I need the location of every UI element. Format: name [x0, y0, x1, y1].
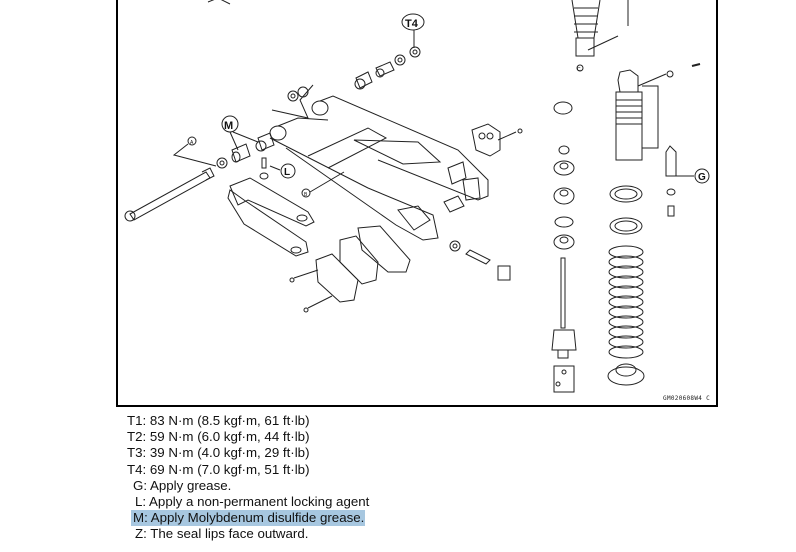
bump-rubber	[553, 160, 575, 176]
svg-text:M: M	[224, 120, 233, 132]
callout-a: A	[172, 136, 217, 167]
spring-coil	[608, 245, 644, 259]
legend-item-z: Z: The seal lips face outward.	[135, 526, 309, 542]
spring-coil	[608, 285, 644, 299]
legend-item-g: G: Apply grease.	[133, 477, 232, 493]
legend-item-t1: T1: 83 N·m (8.5 kgf·m, 61 ft·lb)	[127, 413, 310, 428]
lock-nut	[609, 185, 643, 203]
exploded-diagram: T4 M A	[124, 0, 710, 393]
pivot-shaft	[124, 167, 215, 222]
spring-seat	[607, 363, 645, 386]
shock-spring-top	[571, 0, 629, 72]
callout-m: M	[221, 115, 259, 151]
spring-coil	[608, 315, 644, 329]
svg-text:A: A	[190, 140, 194, 146]
diagram-frame: T4 M A	[116, 0, 718, 407]
svg-text:G: G	[698, 172, 706, 183]
o-ring	[666, 188, 676, 196]
bushing	[375, 61, 395, 78]
nut	[558, 145, 570, 155]
needle-bearing	[255, 132, 275, 152]
chain-adjuster	[443, 195, 465, 213]
legend-item-l: L: Apply a non-permanent locking agent	[135, 494, 370, 510]
spring-coil	[608, 325, 644, 339]
swingarm	[269, 95, 489, 241]
legend-item-t2: T2: 59 N·m (6.0 kgf·m, 44 ft·lb)	[127, 429, 310, 445]
bushing	[354, 71, 373, 90]
svg-text:T4: T4	[405, 18, 419, 30]
cap	[553, 234, 575, 250]
spring-coil	[608, 255, 644, 269]
svg-text:B: B	[304, 192, 308, 198]
piston-rod	[551, 257, 577, 359]
collar	[231, 143, 251, 163]
legend-item-m-highlighted[interactable]: M: Apply Molybdenum disulfide grease.	[131, 510, 366, 527]
pivot-nut	[409, 46, 421, 58]
chain-guide	[289, 225, 411, 313]
chain-slider	[227, 177, 315, 257]
bracket	[471, 123, 523, 157]
legend-item-t3: T3: 39 N·m (4.0 kgf·m, 29 ft·lb)	[127, 445, 310, 461]
leader	[271, 84, 314, 119]
callout-l: L	[269, 163, 296, 179]
clevis	[553, 365, 575, 393]
o-ring	[554, 216, 574, 228]
diagram-fragment	[207, 0, 231, 5]
bolt	[259, 157, 269, 180]
seal	[216, 157, 228, 169]
legend: T1: 83 N·m (8.5 kgf·m, 61 ft·lb) T2: 59 …	[127, 413, 369, 543]
callout-g: G	[694, 168, 710, 184]
spring-coil	[608, 295, 644, 309]
spring-coil	[608, 335, 644, 349]
seal	[287, 90, 299, 102]
reservoir-cap	[665, 145, 694, 177]
figure-code: GM020608W4 C	[663, 395, 710, 402]
valve	[667, 205, 675, 217]
callout-b: B	[301, 171, 345, 198]
clip	[497, 265, 511, 281]
spring-coil	[608, 305, 644, 319]
spring-coil	[608, 275, 644, 289]
seal-holder	[553, 187, 575, 205]
snap-ring	[553, 101, 573, 115]
shock-spring	[608, 245, 644, 359]
nut	[449, 240, 461, 252]
spring-coil	[608, 345, 644, 359]
spring-coil	[608, 265, 644, 279]
svg-text:C: C	[577, 67, 581, 73]
adjust-nut	[609, 217, 643, 235]
svg-text:L: L	[284, 167, 290, 178]
shock-body	[615, 63, 701, 161]
legend-item-t4: T4: 69 N·m (7.0 kgf·m, 51 ft·lb)	[127, 461, 310, 477]
screw	[465, 249, 491, 265]
callout-t4: T4	[401, 13, 425, 48]
washer	[394, 54, 406, 66]
callout-c: C	[577, 67, 581, 73]
